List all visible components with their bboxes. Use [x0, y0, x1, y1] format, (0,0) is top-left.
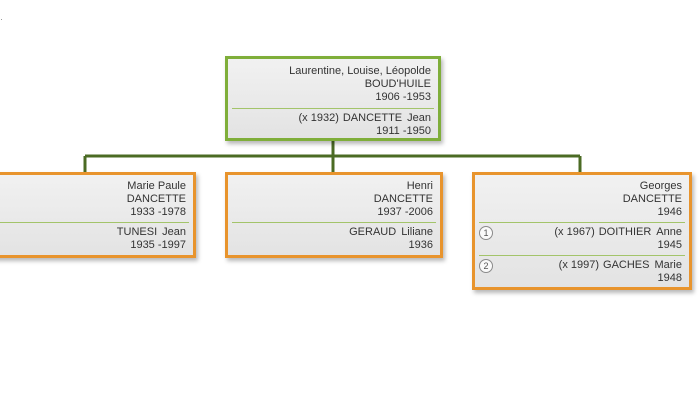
child-2-spouse[interactable]: GERAUD Liliane 1936 — [228, 223, 440, 252]
child-3-divider-2 — [479, 255, 685, 256]
child-2-spouse-surname: GERAUD — [349, 226, 397, 238]
root-spouse-dates: 1911 -1950 — [376, 125, 431, 137]
spouse-index-2-icon[interactable]: 2 — [479, 259, 493, 273]
root-dates: 1906 -1953 — [375, 91, 431, 103]
root-spouse-surname: DANCETTE — [342, 112, 403, 124]
root-divider — [232, 108, 434, 109]
child-3-info: Georges DANCETTE 1946 — [475, 175, 689, 222]
child-1-given: Marie Paule — [127, 180, 186, 192]
child-3-spouse-2-first: Marie — [654, 259, 682, 271]
root-person-info: Laurentine, Louise, Léopolde BOUD'HUILE … — [228, 59, 438, 108]
child-3-divider-1 — [479, 222, 685, 223]
child-2-given: Henri — [406, 180, 433, 192]
child-1-info: Marie Paule DANCETTE 1933 -1978 — [0, 175, 193, 222]
child-3-spouse-1-dates: 1945 — [657, 239, 682, 251]
root-spouse[interactable]: (x 1932)DANCETTE Jean 1911 -1950 — [228, 109, 438, 138]
child-2-spouse-first: Liliane — [401, 226, 433, 238]
child-2-divider — [232, 222, 436, 223]
child-box-georges[interactable]: Georges DANCETTE 1946 1 (x 1967)DOITHIER… — [472, 172, 692, 290]
child-1-spouse-surname: TUNESI — [116, 226, 158, 238]
root-spouse-first: Jean — [407, 112, 431, 124]
child-1-spouse[interactable]: TUNESI Jean 1935 -1997 — [0, 223, 193, 252]
child-1-dates: 1933 -1978 — [130, 206, 186, 218]
child-3-surname: DANCETTE — [622, 193, 682, 205]
child-2-dates: 1937 -2006 — [377, 206, 433, 218]
stray-dot — [1, 19, 2, 20]
child-1-surname: DANCETTE — [126, 193, 186, 205]
child-3-spouse-2[interactable]: 2 (x 1997)GACHES Marie 1948 — [475, 256, 689, 285]
child-3-spouse-1-marriage: (x 1967) — [554, 226, 595, 238]
child-2-info: Henri DANCETTE 1937 -2006 — [228, 175, 440, 222]
child-3-spouse-1[interactable]: 1 (x 1967)DOITHIER Anne 1945 — [475, 223, 689, 255]
child-3-spouse-2-marriage: (x 1997) — [558, 259, 600, 271]
root-spouse-marriage: (x 1932) — [298, 112, 339, 124]
child-3-spouse-1-first: Anne — [656, 226, 682, 238]
child-box-henri[interactable]: Henri DANCETTE 1937 -2006 GERAUD Liliane … — [225, 172, 443, 258]
child-2-spouse-dates: 1936 — [408, 239, 433, 251]
root-surname: BOUD'HUILE — [364, 78, 431, 90]
child-1-spouse-dates: 1935 -1997 — [130, 239, 186, 251]
child-3-given: Georges — [639, 180, 682, 192]
child-3-spouse-2-dates: 1948 — [657, 272, 682, 284]
root-person-box[interactable]: Laurentine, Louise, Léopolde BOUD'HUILE … — [225, 56, 441, 141]
spouse-index-1-icon[interactable]: 1 — [479, 226, 493, 240]
child-3-spouse-2-surname: GACHES — [603, 259, 650, 271]
child-3-dates: 1946 — [657, 206, 682, 218]
root-given-names: Laurentine, Louise, Léopolde — [289, 65, 431, 77]
child-2-surname: DANCETTE — [373, 193, 433, 205]
child-1-divider — [0, 222, 189, 223]
child-1-spouse-first: Jean — [162, 226, 186, 238]
child-box-marie-paule[interactable]: Marie Paule DANCETTE 1933 -1978 TUNESI Je… — [0, 172, 196, 258]
child-3-spouse-1-surname: DOITHIER — [598, 226, 652, 238]
